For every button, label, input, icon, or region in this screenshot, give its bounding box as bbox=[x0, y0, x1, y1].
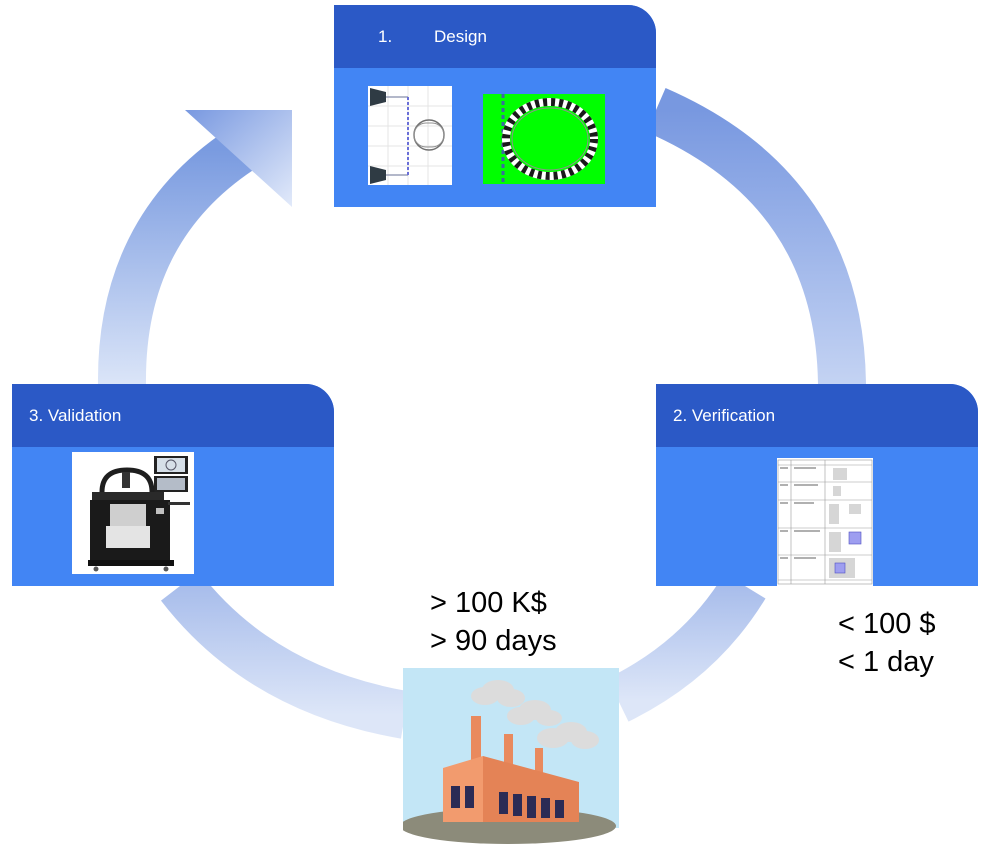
fabrication-cost-label: > 100 K$ bbox=[430, 587, 547, 619]
verification-cost-label: < 100 $ bbox=[838, 608, 936, 640]
design-card-header: 1. Design bbox=[334, 5, 656, 68]
verification-title: 2. Verification bbox=[673, 405, 776, 425]
verification-card: 2. Verification bbox=[656, 384, 978, 586]
validation-card-header: 3. Validation bbox=[12, 384, 334, 447]
verification-time-label: < 1 day bbox=[838, 646, 934, 678]
cycle-arc-bottom-left bbox=[160, 571, 410, 739]
design-title: Design bbox=[434, 26, 487, 46]
fabrication-time-label: > 90 days bbox=[430, 625, 557, 657]
cycle-arc-right bbox=[646, 87, 866, 386]
design-rule-table-image bbox=[777, 458, 873, 586]
design-step-number: 1. bbox=[378, 26, 393, 46]
design-card: 1. Design bbox=[334, 5, 656, 207]
factory-icon bbox=[400, 668, 619, 848]
probe-station-image bbox=[72, 452, 194, 574]
ring-resonator-simulation-image bbox=[483, 94, 605, 184]
cycle-arc-left bbox=[97, 130, 254, 386]
validation-title: 3. Validation bbox=[29, 405, 122, 425]
cycle-arrowhead bbox=[185, 110, 292, 207]
cycle-arc-bottom-right bbox=[607, 573, 766, 722]
waveguide-ring-layout-image bbox=[368, 86, 452, 185]
verification-card-header: 2. Verification bbox=[656, 384, 978, 447]
validation-card: 3. Validation bbox=[12, 384, 334, 586]
